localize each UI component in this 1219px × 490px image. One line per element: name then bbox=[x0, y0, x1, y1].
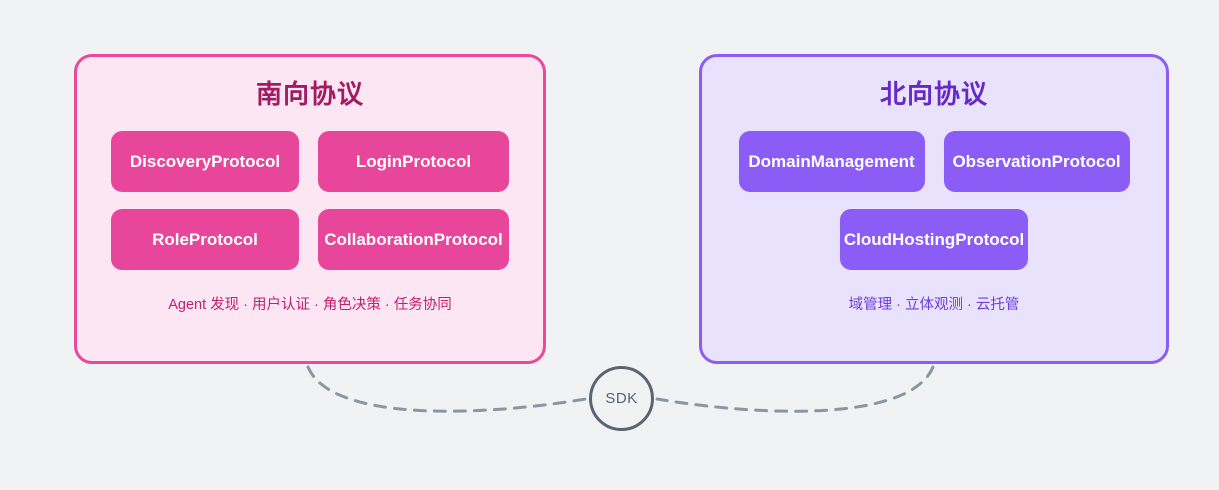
chip-observation-protocol[interactable]: ObservationProtocol bbox=[943, 131, 1130, 193]
panel-southbound: 南向协议 DiscoveryProtocol LoginProtocol Rol… bbox=[74, 54, 546, 364]
chip-domain-management[interactable]: DomainManagement bbox=[738, 131, 925, 193]
chip-role-protocol[interactable]: RoleProtocol bbox=[111, 209, 299, 271]
panel-northbound: 北向协议 DomainManagement ObservationProtoco… bbox=[699, 54, 1169, 364]
chip-collaboration-protocol[interactable]: CollaborationProtocol bbox=[318, 209, 509, 271]
panel-southbound-chips: DiscoveryProtocol LoginProtocol RoleProt… bbox=[77, 131, 543, 271]
chip-row: CloudHostingProtocol bbox=[840, 209, 1028, 271]
connector-line-right bbox=[655, 365, 935, 413]
sdk-badge[interactable]: SDK bbox=[589, 366, 654, 431]
panel-northbound-title: 北向协议 bbox=[879, 79, 988, 109]
panel-southbound-title: 南向协议 bbox=[255, 79, 364, 109]
panel-southbound-caption: Agent 发现 · 用户认证 · 角色决策 · 任务协同 bbox=[168, 297, 452, 314]
connector-line-left bbox=[306, 365, 588, 413]
panel-northbound-chips: DomainManagement ObservationProtocol Clo… bbox=[702, 131, 1166, 271]
chip-cloud-hosting-protocol[interactable]: CloudHostingProtocol bbox=[840, 209, 1028, 271]
chip-login-protocol[interactable]: LoginProtocol bbox=[318, 131, 509, 193]
chip-row: DomainManagement ObservationProtocol bbox=[738, 131, 1130, 193]
chip-row: RoleProtocol CollaborationProtocol bbox=[111, 209, 509, 271]
chip-row: DiscoveryProtocol LoginProtocol bbox=[111, 131, 509, 193]
chip-discovery-protocol[interactable]: DiscoveryProtocol bbox=[111, 131, 299, 193]
panel-northbound-caption: 域管理 · 立体观测 · 云托管 bbox=[848, 297, 1020, 314]
